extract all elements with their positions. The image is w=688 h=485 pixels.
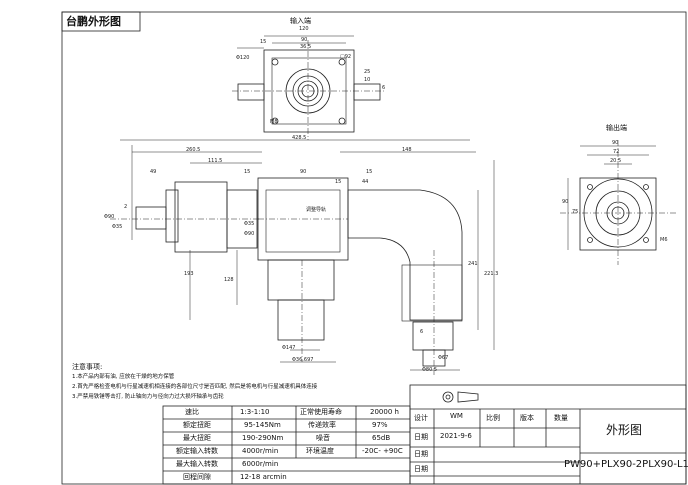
dim: Φ147 — [282, 345, 296, 351]
dim: 2 — [124, 204, 128, 210]
dim: Φ35 — [112, 224, 123, 230]
dim: 15 — [244, 169, 251, 175]
dim: M8 — [270, 119, 278, 125]
spec-label: 额定输入转数 — [176, 447, 218, 455]
dim: Φ36.697 — [292, 357, 314, 363]
date-label: 日期 — [414, 433, 428, 441]
dim: 15 — [366, 169, 373, 175]
spec-label: 环境温度 — [306, 447, 334, 455]
sheet-title: 台鹏外形图 — [66, 15, 121, 28]
spec-label: 传递效率 — [308, 421, 336, 429]
side-view — [110, 145, 495, 375]
dim: Φ90 — [104, 214, 115, 220]
dim: 15 — [335, 179, 342, 185]
notes-title: 注意事项: — [72, 363, 103, 371]
date-label: 日期 — [414, 450, 428, 458]
dim: Φ67 — [438, 355, 449, 361]
qty-label: 数量 — [554, 414, 568, 422]
dim: Φ35 — [244, 221, 255, 227]
dim: 10 — [364, 77, 371, 83]
dim: 44 — [362, 179, 369, 185]
dim: 20.5 — [610, 158, 622, 164]
model-number: PW90+PLX90-2PLX90-L1 — [564, 459, 688, 470]
dim: 241 — [468, 261, 478, 267]
dim: 90 — [300, 169, 307, 175]
spec-value: 12-18 arcmin — [240, 473, 287, 481]
spec-value: 97% — [372, 421, 388, 429]
dim: 90 — [562, 199, 569, 205]
dim: 111.5 — [208, 158, 223, 164]
top-view — [120, 35, 470, 141]
ratio-label: 比例 — [486, 414, 500, 422]
date-value: 2021-9-6 — [440, 432, 472, 440]
spec-value: 20000 h — [370, 408, 399, 416]
note-line: 3.严禁用铁锤等击打, 防止轴向力与径向力过大损坏轴承与齿轮 — [72, 394, 224, 400]
adjust-label: 调整导轨 — [306, 207, 327, 213]
note-line: 2.首先严格检查电机与行星减速机相连接的各部位尺寸是否匹配, 然后是将电机与行星… — [72, 384, 318, 390]
spec-value: 65dB — [372, 434, 391, 442]
right-view — [560, 140, 676, 265]
dim: 49 — [150, 169, 157, 175]
design-label: 设计 — [414, 414, 428, 422]
spec-value: 6000r/min — [242, 460, 279, 468]
spec-label: 回程间隙 — [183, 473, 211, 481]
spec-value: -20C- +90C — [362, 447, 403, 455]
dim: 221.3 — [484, 271, 499, 277]
date-label: 日期 — [414, 465, 428, 473]
dim: 193 — [184, 271, 194, 277]
spec-label: 正常使用寿命 — [300, 408, 342, 416]
dim: 6 — [420, 329, 424, 335]
dim: Φ120 — [236, 55, 250, 61]
title-block-lines — [409, 384, 687, 485]
dim: 128 — [224, 277, 234, 283]
spec-label: 最大输入转数 — [176, 460, 218, 468]
spec-value: 1:3-1:10 — [240, 408, 270, 416]
dim: 15 — [260, 39, 267, 45]
sheet-name: 外形图 — [606, 423, 643, 437]
dim: 428.5 — [292, 135, 307, 141]
dim: M6 — [660, 237, 668, 243]
design-value: WM — [450, 412, 463, 420]
dim: Φ90 — [244, 231, 255, 237]
dim: 36.5 — [300, 44, 312, 50]
dim: 260.5 — [186, 147, 201, 153]
dim: 148 — [402, 147, 412, 153]
dim: 90 — [612, 140, 619, 146]
dim: Φ80.5 — [422, 367, 438, 373]
input-end-label: 输入端 — [290, 17, 311, 25]
dim: □92 — [340, 54, 352, 60]
dim: 6 — [382, 85, 386, 91]
header-box — [61, 11, 141, 32]
dim: 120 — [299, 26, 309, 32]
spec-label: 噪音 — [316, 434, 330, 442]
dim: 75 — [572, 209, 579, 215]
spec-value: 190-290Nm — [242, 434, 284, 442]
spec-value: 95-145Nm — [244, 421, 281, 429]
dim: 25 — [364, 69, 371, 75]
dim: 72 — [613, 149, 620, 155]
output-end-label: 输出端 — [606, 124, 627, 132]
version-label: 版本 — [520, 414, 534, 422]
note-line: 1.本产品内部有油, 应放在干燥的地方保管 — [72, 374, 175, 380]
spec-label: 最大扭距 — [183, 434, 211, 442]
spec-table-lines — [162, 405, 411, 485]
spec-label: 额定扭距 — [183, 421, 211, 429]
dim: 90 — [301, 37, 308, 43]
spec-label: 速比 — [185, 408, 199, 416]
spec-value: 4000r/min — [242, 447, 279, 455]
